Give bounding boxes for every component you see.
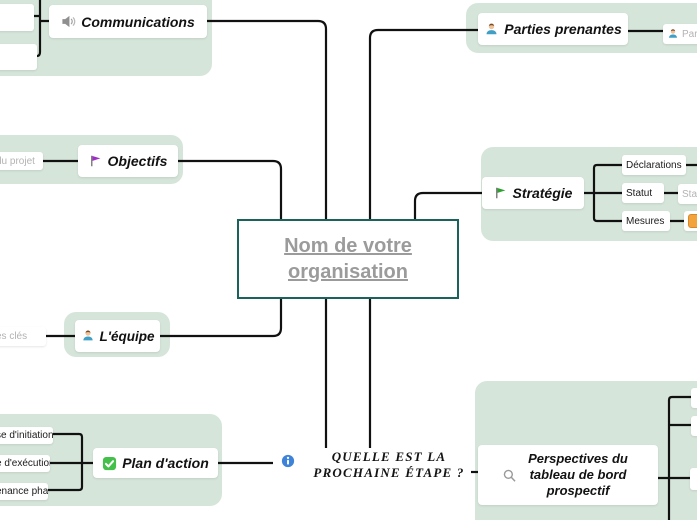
node-objectifs[interactable]: Objectifs	[78, 145, 178, 177]
node-question-prochaine-etape[interactable]: QUELLE EST LA PROCHAINE ÉTAPE ?	[300, 449, 478, 481]
node-label: Plan d'action	[122, 455, 209, 471]
partial-label: Par	[682, 28, 697, 40]
partial-node-objectifs-parent[interactable]: du projet	[0, 152, 43, 170]
partial-node[interactable]	[691, 388, 697, 408]
node-label: Stratégie	[512, 185, 573, 201]
partial-node-phase-initiation[interactable]: se d'initiation	[0, 427, 53, 444]
speaker-icon	[61, 14, 76, 29]
partial-node[interactable]	[0, 44, 37, 70]
person-icon	[484, 22, 499, 37]
partial-node[interactable]	[691, 416, 697, 436]
node-perspectives[interactable]: Perspectives du tableau de bord prospect…	[478, 445, 658, 505]
partial-label: e d'exécution	[0, 458, 50, 469]
orange-icon	[688, 214, 697, 228]
purple-flag-icon	[89, 154, 103, 168]
partial-label: se d'initiation	[0, 430, 53, 441]
partial-label: enance phase	[0, 486, 48, 497]
partial-node-parties-child[interactable]: Par	[663, 24, 697, 44]
node-communications[interactable]: Communications	[49, 5, 207, 38]
node-label: Communications	[81, 13, 195, 30]
partial-node[interactable]	[690, 468, 697, 490]
node-mesures[interactable]: Mesures	[622, 211, 670, 231]
partial-label: es clés	[0, 331, 28, 342]
partial-node-statut-child[interactable]: Sta	[678, 184, 697, 204]
partial-node[interactable]	[0, 4, 34, 31]
node-parties-prenantes[interactable]: Parties prenantes	[478, 13, 628, 45]
info-icon[interactable]	[281, 454, 295, 468]
partial-label: du projet	[0, 155, 35, 167]
node-statut[interactable]: Statut	[622, 183, 664, 203]
node-plan-action[interactable]: Plan d'action	[93, 448, 218, 478]
node-label: Déclarations	[626, 159, 682, 171]
node-equipe[interactable]: L'équipe	[75, 320, 160, 352]
node-label: Perspectives du tableau de bord prospect…	[528, 450, 628, 499]
question-line-2: PROCHAINE ÉTAPE ?	[313, 464, 465, 480]
green-flag-icon	[494, 186, 508, 200]
question-line-1: QUELLE EST LA	[331, 449, 447, 464]
partial-node-maintenance-phase[interactable]: enance phase	[0, 483, 48, 500]
node-declarations[interactable]: Déclarations	[622, 155, 686, 175]
node-label: Parties prenantes	[504, 21, 622, 37]
check-icon	[102, 456, 117, 471]
partial-label: Sta	[682, 188, 697, 200]
central-node-label: Nom de votre organisation	[284, 234, 412, 283]
person-icon	[667, 28, 679, 40]
node-label: L'équipe	[99, 328, 155, 344]
node-label: Objectifs	[107, 153, 168, 169]
partial-node-equipe-child[interactable]: es clés	[0, 327, 46, 346]
partial-node-phase-execution[interactable]: e d'exécution	[0, 455, 50, 472]
node-strategie[interactable]: Stratégie	[482, 177, 584, 209]
node-label: Mesures	[626, 215, 665, 227]
magnifier-icon	[502, 468, 517, 483]
person-icon	[81, 329, 95, 343]
central-node[interactable]: Nom de votre organisation	[237, 219, 459, 299]
node-label: Statut	[626, 187, 653, 199]
partial-node-mesures-child[interactable]	[684, 211, 697, 231]
